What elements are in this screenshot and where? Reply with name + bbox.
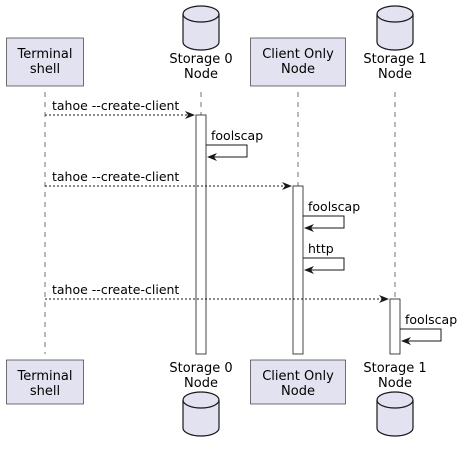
storage1-activation-bar [389,298,401,355]
storage1-top-database-rim [376,13,414,23]
storage1-bottom-label-line1: Storage 1 [363,361,426,376]
storage0-bottom-label-line1: Storage 0 [169,361,232,376]
message-6-label: tahoe --create-client [52,282,179,297]
storage0-top-database-icon [182,5,220,51]
client-top-label-line1: Client Only [262,47,334,62]
message-4-arrowhead [304,224,314,232]
terminal-top-label-line2: shell [30,62,60,77]
message-5-label: http [308,241,334,256]
client-bottom-label-line1: Client Only [262,369,334,384]
client-top-label-line2: Node [281,62,315,77]
message-5-arrowhead [304,266,314,274]
terminal-bottom-box [6,359,84,405]
message-7-arrowhead [401,337,411,345]
message-3-arrowhead [282,182,292,190]
client-top-box [250,37,346,87]
storage1-bottom-database-icon [376,391,414,437]
message-2-arrowhead [207,153,217,161]
message-5-self-arrow [303,257,345,271]
storage1-bottom-database-rim [376,399,414,409]
storage0-top-label-line2: Node [184,67,218,82]
message-2-label: foolscap [211,128,263,143]
storage1-top-database-icon [376,5,414,51]
message-7-self-arrow [400,328,442,342]
message-2-self-arrow [206,144,248,158]
terminal-bottom-label-line1: Terminal [17,369,73,384]
message-7-label: foolscap [405,312,457,327]
terminal-bottom-label-line2: shell [30,384,60,399]
client-bottom-label-line2: Node [281,384,315,399]
storage1-bottom-label-line2: Node [378,376,412,391]
message-3-label: tahoe --create-client [52,169,179,184]
storage1-top-label-line2: Node [378,67,412,82]
storage0-bottom-database-rim [182,399,220,409]
message-4-label: foolscap [308,199,360,214]
storage0-top-database-rim [182,13,220,23]
client-activation-bar [292,185,304,355]
message-1-arrowhead [185,111,195,119]
storage0-bottom-label-line2: Node [184,376,218,391]
terminal-top-label-line1: Terminal [17,47,73,62]
message-4-self-arrow [303,215,345,229]
storage1-top-label-line1: Storage 1 [363,52,426,67]
client-bottom-box [250,359,346,405]
storage0-top-label-line1: Storage 0 [169,52,232,67]
message-1-label: tahoe --create-client [52,98,179,113]
message-6-arrowhead [379,295,389,303]
terminal-top-box [6,37,84,87]
storage0-activation-bar [195,114,207,355]
storage0-bottom-database-icon [182,391,220,437]
